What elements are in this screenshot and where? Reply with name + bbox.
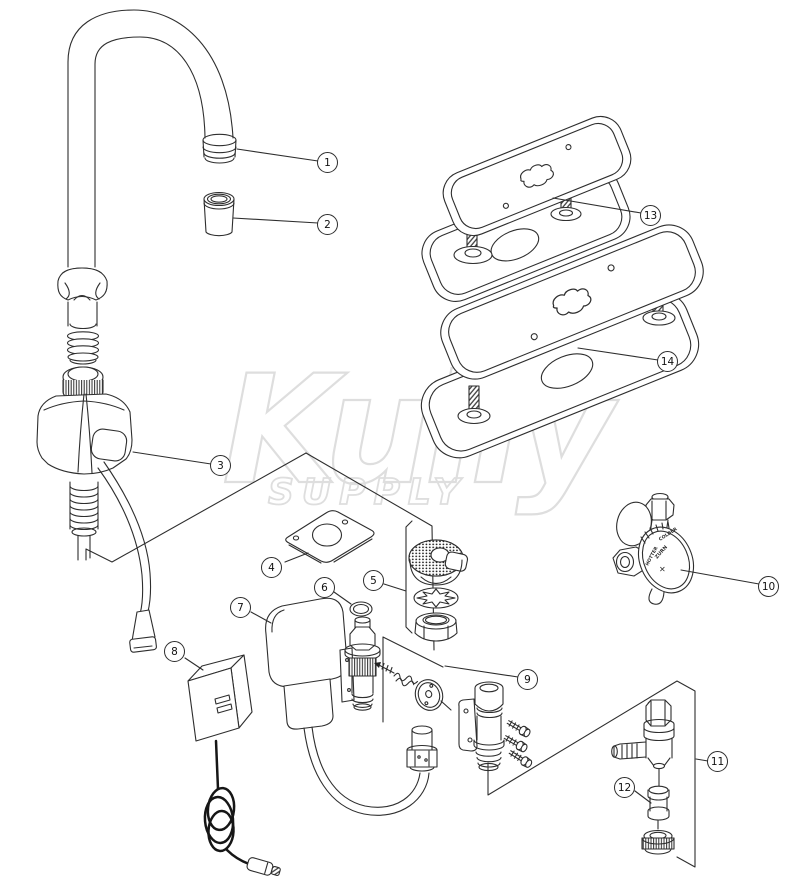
solenoid-hose: [303, 725, 438, 816]
callout-10: 10: [758, 576, 779, 597]
watermark-secondary: SUPPLY: [268, 472, 467, 513]
solenoid-valve: [265, 597, 438, 816]
hose-connector: [406, 725, 438, 772]
slip-nut: [641, 829, 675, 855]
callout-6: 6: [314, 577, 335, 598]
gasket: [285, 510, 375, 564]
leader-lines: [132, 148, 760, 804]
callout-5: 5: [363, 570, 384, 591]
cover-plate-8in: [420, 224, 704, 459]
sensor-cable: [97, 461, 157, 653]
plate-stud: [457, 385, 491, 425]
power-cord: [203, 739, 251, 866]
lock-washer: [413, 587, 459, 609]
repair-parts: [374, 662, 533, 772]
power-adapter: [187, 654, 281, 876]
mixing-valve: HOTTER COLDER ZURN ✕: [612, 492, 695, 605]
callout-12: 12: [614, 777, 635, 798]
diaphragm-disc: [414, 679, 444, 711]
callout-3: 3: [210, 455, 231, 476]
dial-center-mark: ✕: [659, 565, 666, 574]
callout-4: 4: [261, 557, 282, 578]
mounting-nut: [414, 612, 458, 642]
spout-tip-threads: [202, 133, 237, 164]
mounting-kit: [408, 539, 469, 642]
base-shank: [69, 481, 99, 561]
callout-2: 2: [317, 214, 338, 235]
o-ring: [349, 601, 373, 617]
solenoid-inlet: [344, 616, 381, 711]
callout-9: 9: [517, 669, 538, 690]
deck-plane-lines: [85, 452, 696, 868]
check-valve: [458, 681, 505, 772]
sensor-base: [36, 366, 157, 653]
callout-7: 7: [230, 597, 251, 618]
spout-shank-ribs: [66, 331, 100, 365]
callout-11: 11: [707, 751, 728, 772]
mounting-screws: [503, 720, 533, 768]
plate-stud: [453, 228, 493, 265]
plunger-pin: [374, 662, 395, 674]
base-body: [36, 393, 133, 475]
spout-collar: [57, 267, 108, 301]
power-plug: [246, 857, 281, 876]
stop-valve: [611, 699, 675, 787]
tailpiece: [647, 785, 670, 830]
callout-13: 13: [640, 205, 661, 226]
spring: [393, 672, 418, 687]
spout: [57, 9, 237, 365]
aerator: [203, 191, 235, 237]
callout-8: 8: [164, 641, 185, 662]
callout-1: 1: [317, 152, 338, 173]
dial-handle: HOTTER COLDER ZURN ✕: [637, 521, 695, 605]
callout-14: 14: [657, 351, 678, 372]
trim-ring: [408, 539, 469, 586]
